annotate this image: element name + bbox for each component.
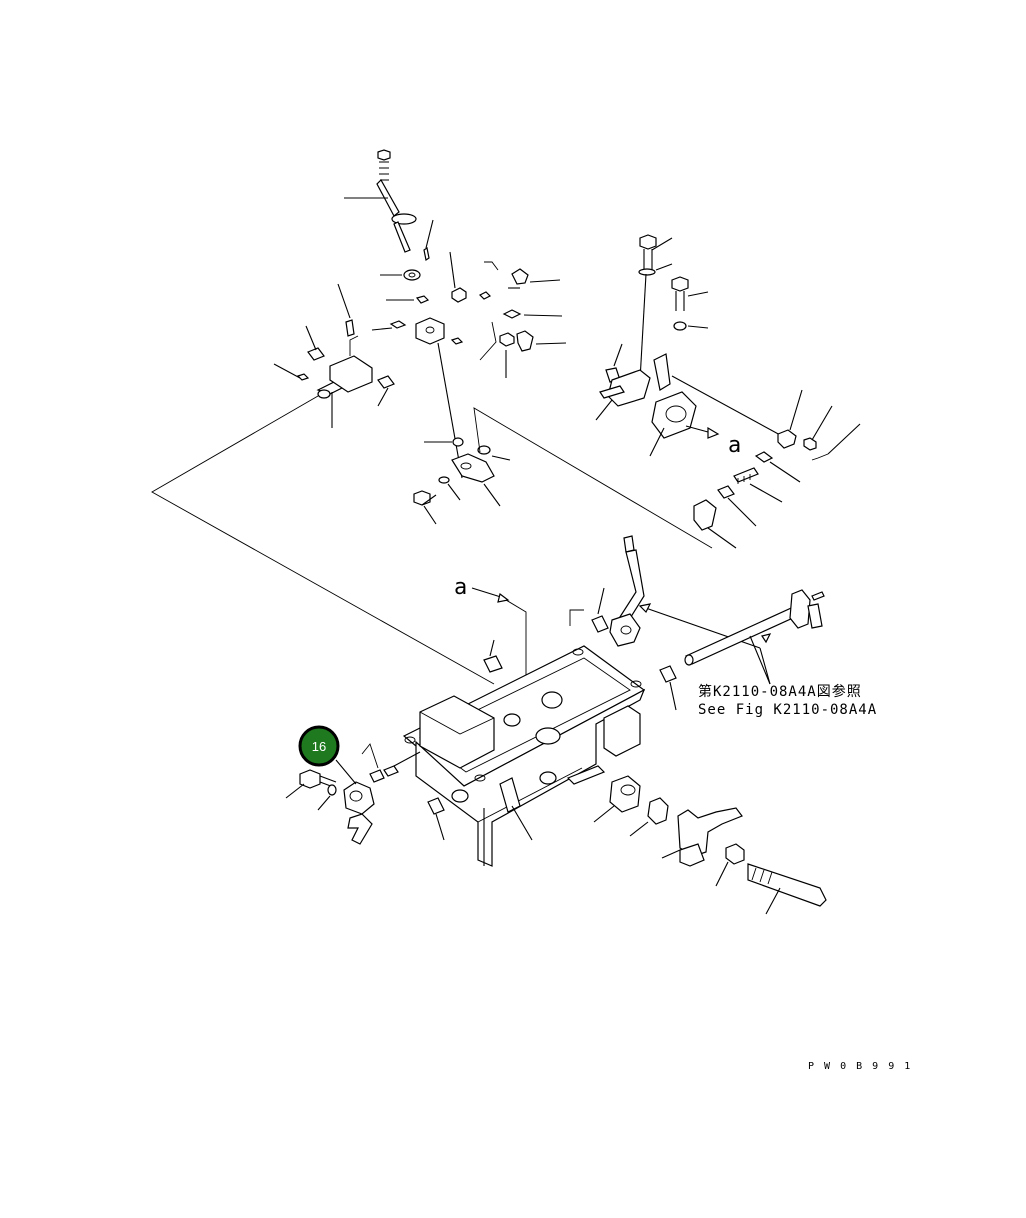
lower-right-parts	[593, 775, 827, 915]
bolts-right-top	[638, 234, 709, 381]
shift-shaft-long	[684, 589, 825, 685]
callout-16-number: 16	[312, 739, 326, 754]
callout-16[interactable]: 16	[298, 725, 357, 785]
view-letter-lower: a	[454, 575, 467, 600]
joint-block	[371, 317, 464, 479]
lever-joint-right	[479, 309, 567, 378]
transmission-cover-housing	[402, 645, 646, 867]
swivel-part	[413, 437, 511, 525]
shift-arm-rod	[609, 535, 761, 649]
pivot-shaft	[273, 283, 395, 428]
reference-jp: 第K2110-08A4A図参照	[698, 683, 862, 700]
lever-right	[595, 343, 783, 457]
pin-part	[423, 219, 434, 261]
shift-lever-rod	[344, 149, 417, 253]
reference-en: See Fig K2110-08A4A	[698, 702, 877, 718]
view-arrow-upper: a	[728, 433, 741, 458]
drawing-code: P W 0 B 9 9 1	[808, 1061, 912, 1072]
housing-bushings	[427, 587, 677, 841]
left-lower-parts	[285, 743, 421, 845]
ball-joint-right	[693, 389, 861, 549]
assembly-guide-lines	[151, 395, 713, 685]
washers-upper	[380, 269, 430, 304]
reference-note: 第K2110-08A4A図参照 See Fig K2110-08A4A	[698, 683, 877, 718]
view-letter-upper: a	[728, 433, 741, 458]
bolt-and-nut-upper	[449, 251, 561, 303]
